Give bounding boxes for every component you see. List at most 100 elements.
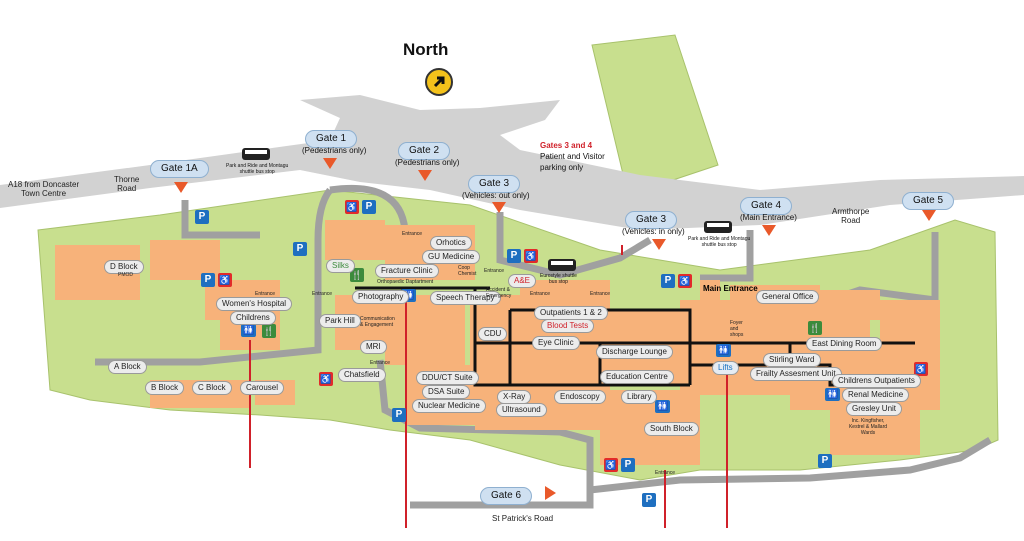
gate-3-out-marker — [492, 202, 506, 213]
road-armthorpe: Armthorpe Road — [832, 207, 869, 225]
ddu-ct-label: DDU/CT Suite — [416, 371, 479, 385]
parking-icon: P — [507, 249, 521, 263]
road-a18: A18 from Doncaster Town Centre — [8, 180, 79, 198]
parking-icon: P — [818, 454, 832, 468]
renal-medicine-label: Renal Medicine — [842, 388, 910, 402]
childrens-outpatients-label: Childrens Outpatients — [832, 374, 921, 388]
xray-label: X-Ray — [497, 390, 532, 404]
road-thorne: Thorne Road — [114, 175, 139, 193]
northern-field — [591, 34, 719, 196]
gate-3-in-label: Gate 3 — [625, 211, 678, 229]
parking-icon: P — [362, 200, 376, 214]
internal-road-gate3 — [496, 212, 652, 279]
road-a18-line2: Town Centre — [21, 189, 67, 198]
internal-road-west — [181, 200, 260, 239]
north-arrow-icon — [425, 68, 453, 96]
food-icon: 🍴 — [808, 321, 822, 335]
gate-1a-marker — [174, 182, 188, 193]
south-block-label: South Block — [644, 422, 699, 436]
road-a18-line1: A18 from Doncaster — [8, 180, 80, 189]
lifts-label: Lifts — [712, 361, 739, 375]
internal-road-gate2 — [329, 184, 409, 231]
road-armthorpe-line1: Armthorpe — [832, 207, 870, 216]
road-thorne-line2: Road — [117, 184, 137, 193]
orthopaedic-dept-label: Orthopaedic Daptartment — [377, 279, 434, 285]
comm-engagement-label: Communication & Engagement — [360, 316, 395, 328]
park-hill-label: Park Hill — [319, 314, 361, 328]
bus-icon — [548, 259, 576, 271]
mri-label: MRI — [360, 340, 387, 354]
gate-2-label: Gate 2 — [398, 142, 451, 160]
disabled-parking-icon: ♿ — [218, 273, 232, 287]
gate-4-sub: (Main Entrance) — [740, 213, 797, 222]
ultrasound-label: Ultrasound — [496, 403, 547, 417]
parking-notice: Gates 3 and 4 Patient and Visitor parkin… — [540, 140, 605, 173]
gate-5-marker — [922, 210, 936, 221]
bus-stop-euroxit: Eurostyle shuttle bus stop — [540, 273, 577, 285]
entrance-label: Entrance — [484, 268, 505, 274]
cdu-label: CDU — [478, 327, 508, 341]
speech-therapy-label: Speech Therapy — [430, 291, 501, 305]
gate-3-out-label: Gate 3 — [468, 175, 521, 193]
outpatients-label: Outpatients 1 & 2 — [534, 306, 608, 320]
parking-icon: P — [392, 408, 406, 422]
blood-tests-label: Blood Tests — [541, 319, 595, 333]
disabled-parking-icon: ♿ — [914, 362, 928, 376]
bus-icon — [242, 148, 270, 160]
parking-notice-line2: parking only — [540, 163, 584, 172]
nuclear-medicine-label: Nuclear Medicine — [412, 399, 486, 413]
road-st-patricks: St Patrick's Road — [492, 514, 554, 523]
gate-2-sub: (Pedestrians only) — [395, 158, 460, 167]
ae-label: A&E — [508, 274, 537, 288]
gate-1-marker — [323, 158, 337, 169]
stirling-ward-label: Stirling Ward — [763, 353, 821, 367]
dsa-suite-label: DSA Suite — [422, 385, 471, 399]
disabled-parking-icon: ♿ — [678, 274, 692, 288]
entrance-label: Entrance — [530, 291, 551, 297]
disabled-parking-icon: ♿ — [524, 249, 538, 263]
toilets-icon: 🚻 — [716, 344, 732, 357]
parking-icon: P — [195, 210, 209, 224]
gate-3-out-sub: (Vehicles: out only) — [462, 191, 530, 200]
general-office-label: General Office — [756, 290, 820, 304]
frailty-unit-label: Frailty Assesment Unit — [750, 367, 842, 381]
bus-stop-1-line2: shuttle bus stop — [239, 169, 275, 175]
entrance-label: Entrance — [255, 291, 276, 297]
entrance-label: Entrance — [402, 231, 423, 237]
gate-3-in-marker — [652, 239, 666, 250]
food-icon: 🍴 — [350, 268, 364, 282]
orhotics-label: Orhotics — [430, 236, 472, 250]
gate-1a-label: Gate 1A — [150, 160, 209, 178]
pmod-label: PMOD — [118, 272, 133, 278]
education-centre-label: Education Centre — [600, 370, 674, 384]
accident-emergency-label: Accident & Emergency — [486, 287, 512, 299]
gresley-unit-label: Gresley Unit — [846, 402, 903, 416]
gate-6-label: Gate 6 — [480, 487, 533, 505]
c-block-label: C Block — [192, 381, 232, 395]
toilets-icon: 🚻 — [825, 388, 841, 401]
bus-stop-euroxit-line2: bus stop — [549, 279, 568, 285]
kingfisher-label: Inc. Kingfisher, Kestrel & Mallard Wards — [848, 418, 888, 436]
fracture-clinic-label: Fracture Clinic — [375, 264, 439, 278]
carousel-label: Carousel — [240, 381, 285, 395]
road-thorne-line1: Thorne — [114, 175, 140, 184]
parking-icon: P — [661, 274, 675, 288]
internal-road-south — [376, 359, 594, 509]
discharge-lounge-label: Discharge Lounge — [596, 345, 673, 359]
east-dining-label: East Dining Room — [806, 337, 883, 351]
endoscopy-label: Endoscopy — [554, 390, 606, 404]
entrance-label: Entrance — [590, 291, 611, 297]
parking-notice-heading: Gates 3 and 4 — [540, 141, 593, 150]
eye-clinic-label: Eye Clinic — [532, 336, 580, 350]
d-block-label: D Block — [104, 260, 144, 274]
bus-stop-park-ride-4: Park and Ride and Montagu shuttle bus st… — [688, 236, 750, 248]
gate-2-marker — [418, 170, 432, 181]
parking-icon: P — [621, 458, 635, 472]
bus-stop-1-line1: Park and Ride and Montagu — [226, 163, 289, 169]
directions-lines — [249, 300, 728, 528]
photography-label: Photography — [352, 290, 410, 304]
childrens-label: Childrens — [230, 311, 276, 325]
bus-icon — [704, 221, 732, 233]
a-block-label: A Block — [108, 360, 147, 374]
